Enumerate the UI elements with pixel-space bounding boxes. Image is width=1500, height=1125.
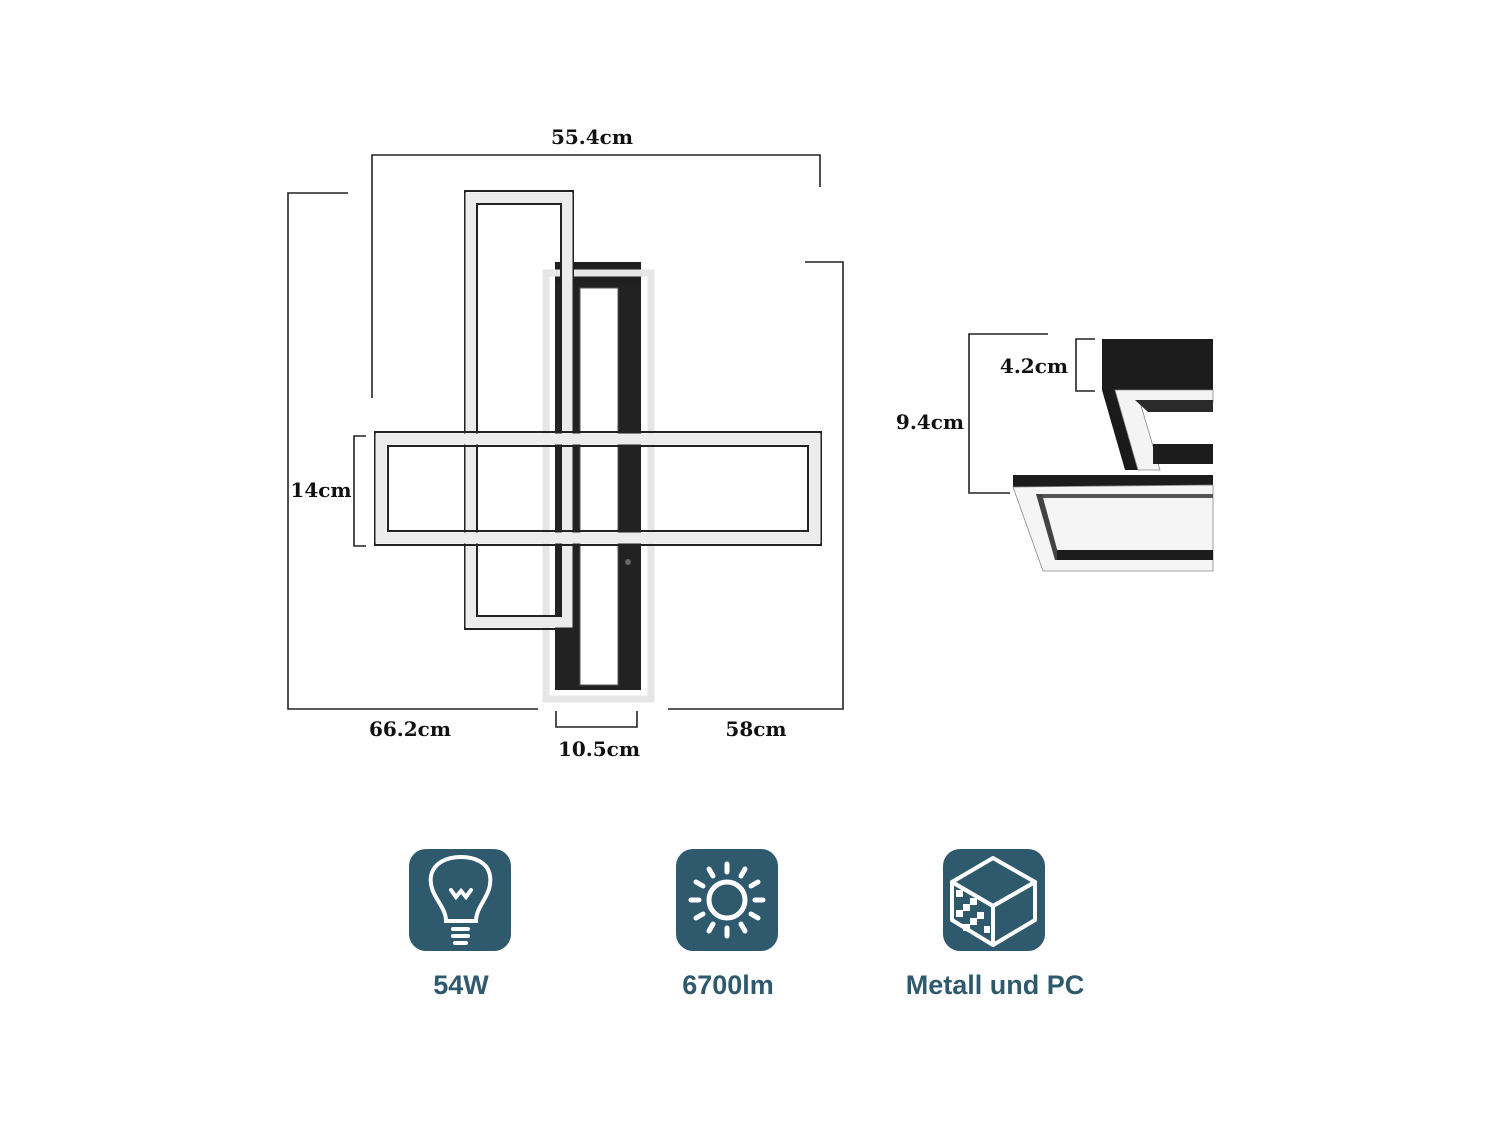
lumen-label: 6700lm [682, 970, 774, 1000]
feature-luminous-flux: 6700lm [676, 849, 778, 1000]
side-view [1012, 339, 1214, 572]
material-label: Metall und PC [906, 970, 1085, 1000]
feature-power: 54W [409, 849, 511, 1000]
height-left-label: 66.2cm [369, 717, 451, 741]
horizontal-frame [374, 431, 822, 546]
tall-frame [464, 190, 574, 630]
back-width-label: 10.5cm [558, 737, 640, 761]
height-right-label: 58cm [725, 717, 786, 741]
base-depth-label: 4.2cm [1000, 354, 1068, 378]
light-bulb-icon [409, 849, 511, 951]
sun-icon [676, 849, 778, 951]
power-label: 54W [433, 970, 489, 1000]
total-depth-label: 9.4cm [896, 410, 964, 434]
bar-height-label: 14cm [290, 478, 351, 502]
feature-material: Metall und PC [906, 849, 1085, 1000]
width-top-label: 55.4cm [551, 125, 633, 149]
dimension-lines [287, 154, 1095, 728]
